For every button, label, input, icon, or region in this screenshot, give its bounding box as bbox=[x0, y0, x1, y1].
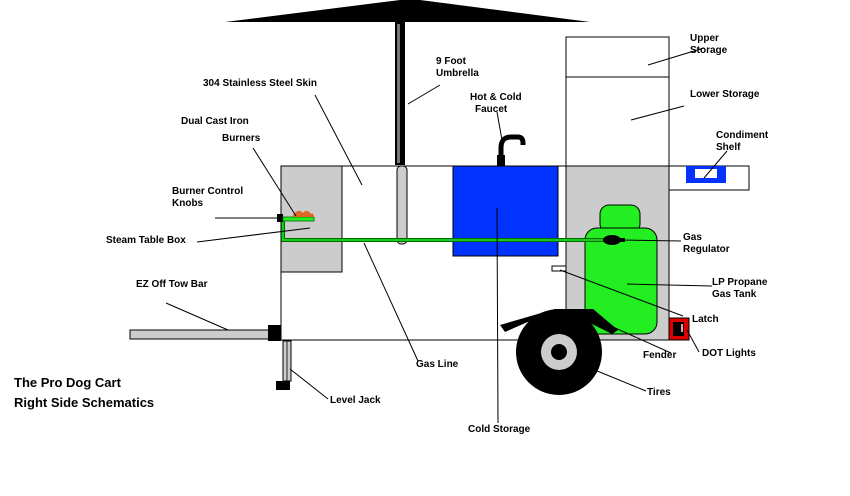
label-dot-lights: DOT Lights bbox=[702, 348, 756, 359]
label-steam-table: Steam Table Box bbox=[106, 235, 186, 246]
fender bbox=[500, 309, 618, 334]
tow-bar-hitch bbox=[268, 325, 281, 341]
label-cold-storage: Cold Storage bbox=[468, 424, 531, 435]
label-lower-storage: Lower Storage bbox=[690, 89, 760, 100]
burner-flame bbox=[292, 210, 314, 217]
umbrella-canopy bbox=[225, 0, 590, 22]
label-fender: Fender bbox=[643, 350, 676, 361]
lower-storage bbox=[565, 76, 670, 167]
label-tires: Tires bbox=[647, 387, 671, 398]
leader-lines bbox=[165, 47, 728, 424]
level-jack-foot bbox=[276, 381, 290, 390]
sink bbox=[452, 165, 559, 257]
label-level-jack: Level Jack bbox=[330, 395, 381, 406]
faucet bbox=[498, 134, 526, 162]
propane-tank bbox=[584, 227, 658, 335]
umbrella-sleeve bbox=[396, 165, 408, 245]
label-latch: Latch bbox=[692, 314, 719, 325]
latch bbox=[551, 265, 567, 272]
label-gas-line: Gas Line bbox=[416, 359, 459, 370]
tow-bar bbox=[129, 329, 282, 340]
upper-storage bbox=[565, 36, 670, 78]
burner-knob bbox=[277, 214, 283, 222]
label-tow-bar: EZ Off Tow Bar bbox=[136, 279, 208, 290]
burner-plate bbox=[282, 216, 315, 222]
label-skin: 304 Stainless Steel Skin bbox=[203, 78, 317, 89]
gas-regulator bbox=[603, 235, 621, 245]
